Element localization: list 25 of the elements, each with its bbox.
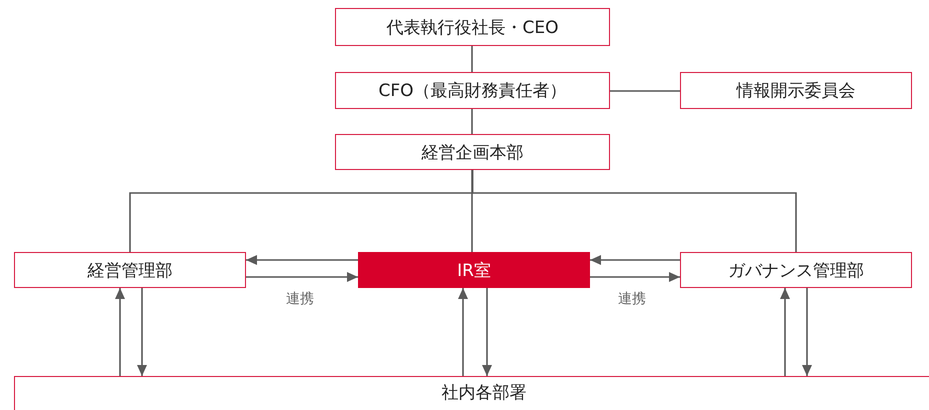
arrow [137,288,147,376]
edge-label: 連携 [616,290,648,308]
connector-line [471,170,473,252]
department-box: 経営管理部 [14,252,246,288]
edge-label: 連携 [284,290,316,308]
connector-line [472,170,797,252]
department-box: IR室 [358,252,590,288]
arrow [802,288,812,376]
connector-line [610,90,680,92]
arrow [458,288,468,376]
arrow [246,255,358,265]
arrow [780,288,790,376]
arrow [590,255,680,265]
arrow [246,272,358,282]
committee-box: 情報開示委員会 [680,72,912,109]
department-box: ガバナンス管理部 [680,252,912,288]
arrow [590,272,680,282]
arrow [115,288,125,376]
arrow [482,288,492,376]
department-box: 社内各部署 [14,376,929,410]
executive-box: 代表執行役社長・CEO [335,8,610,46]
officer-box: CFO（最高財務責任者） [335,72,610,109]
connector-line [471,109,473,134]
division-box: 経営企画本部 [335,134,610,170]
connector-line [471,46,473,72]
